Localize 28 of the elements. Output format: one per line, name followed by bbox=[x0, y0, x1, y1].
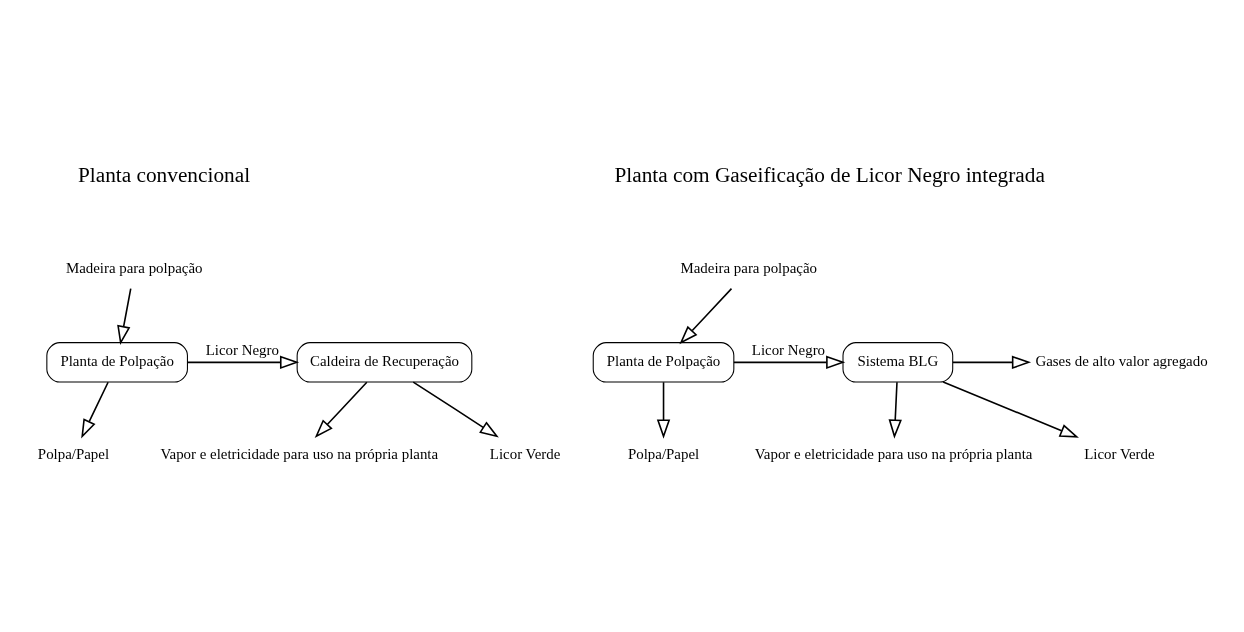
arrow bbox=[888, 381, 902, 439]
edge-label: Licor Negro bbox=[751, 342, 826, 359]
arrow bbox=[186, 355, 300, 370]
arrow bbox=[656, 381, 671, 439]
node-text: Polpa/Papel bbox=[37, 446, 110, 463]
arrow bbox=[81, 381, 109, 439]
node-text: Licor Verde bbox=[489, 446, 561, 463]
node-text: Licor Verde bbox=[1084, 446, 1155, 463]
arrow bbox=[733, 355, 846, 370]
arrow bbox=[952, 355, 1032, 370]
node-text: Madeira para polpação bbox=[65, 260, 203, 277]
node-text: Vapor e eletricidade para uso na própria planta bbox=[160, 446, 439, 463]
arrow bbox=[117, 287, 132, 345]
label: Planta com Gaseificação de Licor Negro integrada bbox=[614, 162, 1045, 187]
arrow bbox=[412, 381, 499, 438]
node-box: Planta de Polpação bbox=[46, 342, 188, 383]
node-text: Polpa/Papel bbox=[627, 446, 700, 463]
node-box: Sistema BLG bbox=[842, 342, 954, 383]
node-text: Madeira para polpação bbox=[680, 260, 818, 277]
node-box: Planta de Polpação bbox=[592, 342, 735, 383]
arrow bbox=[314, 381, 368, 438]
node-box: Caldeira de Recuperação bbox=[296, 342, 473, 383]
edge-label: Licor Negro bbox=[205, 342, 279, 359]
arrow bbox=[942, 381, 1079, 438]
node-text: Gases de alto valor agregado bbox=[1035, 353, 1208, 370]
label: Planta convencional bbox=[77, 162, 251, 187]
arrow bbox=[679, 287, 733, 345]
node-text: Vapor e eletricidade para uso na própria planta bbox=[754, 446, 1033, 463]
